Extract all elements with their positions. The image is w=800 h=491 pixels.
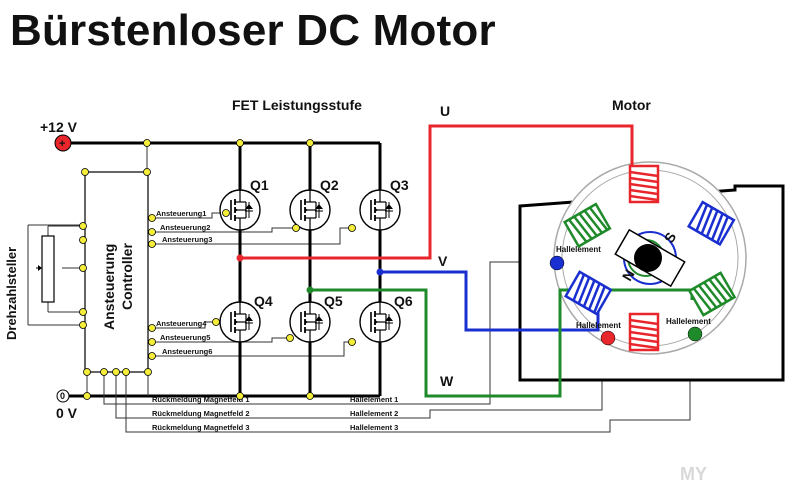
phase-u-label: U xyxy=(440,103,450,119)
transistor-label-q4: Q4 xyxy=(254,293,273,309)
supply-zero-label: 0 V xyxy=(56,405,78,421)
stator-coils xyxy=(562,164,737,352)
hall-sensor-red xyxy=(600,330,616,346)
junction-u xyxy=(236,254,244,262)
rotor: S N xyxy=(614,228,686,288)
phase-w-wire xyxy=(310,288,694,398)
fet-stage-label: FET Leistungsstufe xyxy=(232,97,362,113)
svg-text:+: + xyxy=(59,138,65,150)
transistor-label-q5: Q5 xyxy=(324,293,343,309)
transistor-label-q6: Q6 xyxy=(394,293,413,309)
hall-label-3: Hallelement xyxy=(666,317,711,326)
phase-v-label: V xyxy=(438,253,448,269)
supply-plus-terminal xyxy=(54,134,72,152)
ground-symbol: 0 xyxy=(60,391,65,401)
gate-label-6: Ansteuerung6 xyxy=(162,347,212,356)
transistor-label-q1: Q1 xyxy=(250,177,269,193)
controller-label-line2: Controller xyxy=(119,243,135,310)
thin-wiring xyxy=(27,143,691,433)
phase-w-label: W xyxy=(440,373,454,389)
gate-label-5: Ansteuerung5 xyxy=(160,333,210,342)
controller-block xyxy=(84,171,149,373)
supply-zero-terminal xyxy=(56,389,70,403)
junction-v xyxy=(376,268,384,276)
phase-v-wire xyxy=(380,270,600,332)
watermark-text: MY xyxy=(680,464,707,484)
motor-label: Motor xyxy=(612,97,651,113)
hall-line-label-1: Hallelement 1 xyxy=(350,395,398,404)
hall-label-2: Hallelement xyxy=(576,321,621,330)
phase-u-wire xyxy=(240,124,634,260)
gate-label-4: Ansteuerung4 xyxy=(156,319,207,328)
potentiometer xyxy=(41,235,55,303)
gate-label-3: Ansteuerung3 xyxy=(162,235,212,244)
hall-line-label-3: Hallelement 3 xyxy=(350,423,398,432)
controller-label-line1: Ansteuerung xyxy=(101,244,117,330)
feedback-label-2: Rückmeldung Magnetfeld 2 xyxy=(152,409,250,418)
phase-wires xyxy=(240,124,694,398)
hall-sensor-green xyxy=(687,326,703,342)
transistor-label-q3: Q3 xyxy=(390,177,409,193)
page-title: Bürstenloser DC Motor xyxy=(10,6,496,55)
transistor-label-q2: Q2 xyxy=(320,177,339,193)
hall-sensor-blue xyxy=(549,255,565,271)
hall-line-label-2: Hallelement 2 xyxy=(350,409,398,418)
mosfet-q3 xyxy=(359,189,401,231)
gate-label-2: Ansteuerung2 xyxy=(160,223,210,232)
junction-w xyxy=(306,286,314,294)
feedback-label-3: Rückmeldung Magnetfeld 3 xyxy=(152,423,250,432)
mosfet-q2 xyxy=(289,189,331,231)
hall-label-1: Hallelement xyxy=(556,245,601,254)
gate-label-1: Ansteuerung1 xyxy=(156,209,206,218)
junction-dots xyxy=(79,139,356,400)
supply-plus-label: +12 V xyxy=(40,119,78,135)
feedback-label-1: Rückmeldung Magnetfeld 1 xyxy=(152,395,250,404)
speed-control-label: Drehzahlsteller xyxy=(4,247,19,340)
